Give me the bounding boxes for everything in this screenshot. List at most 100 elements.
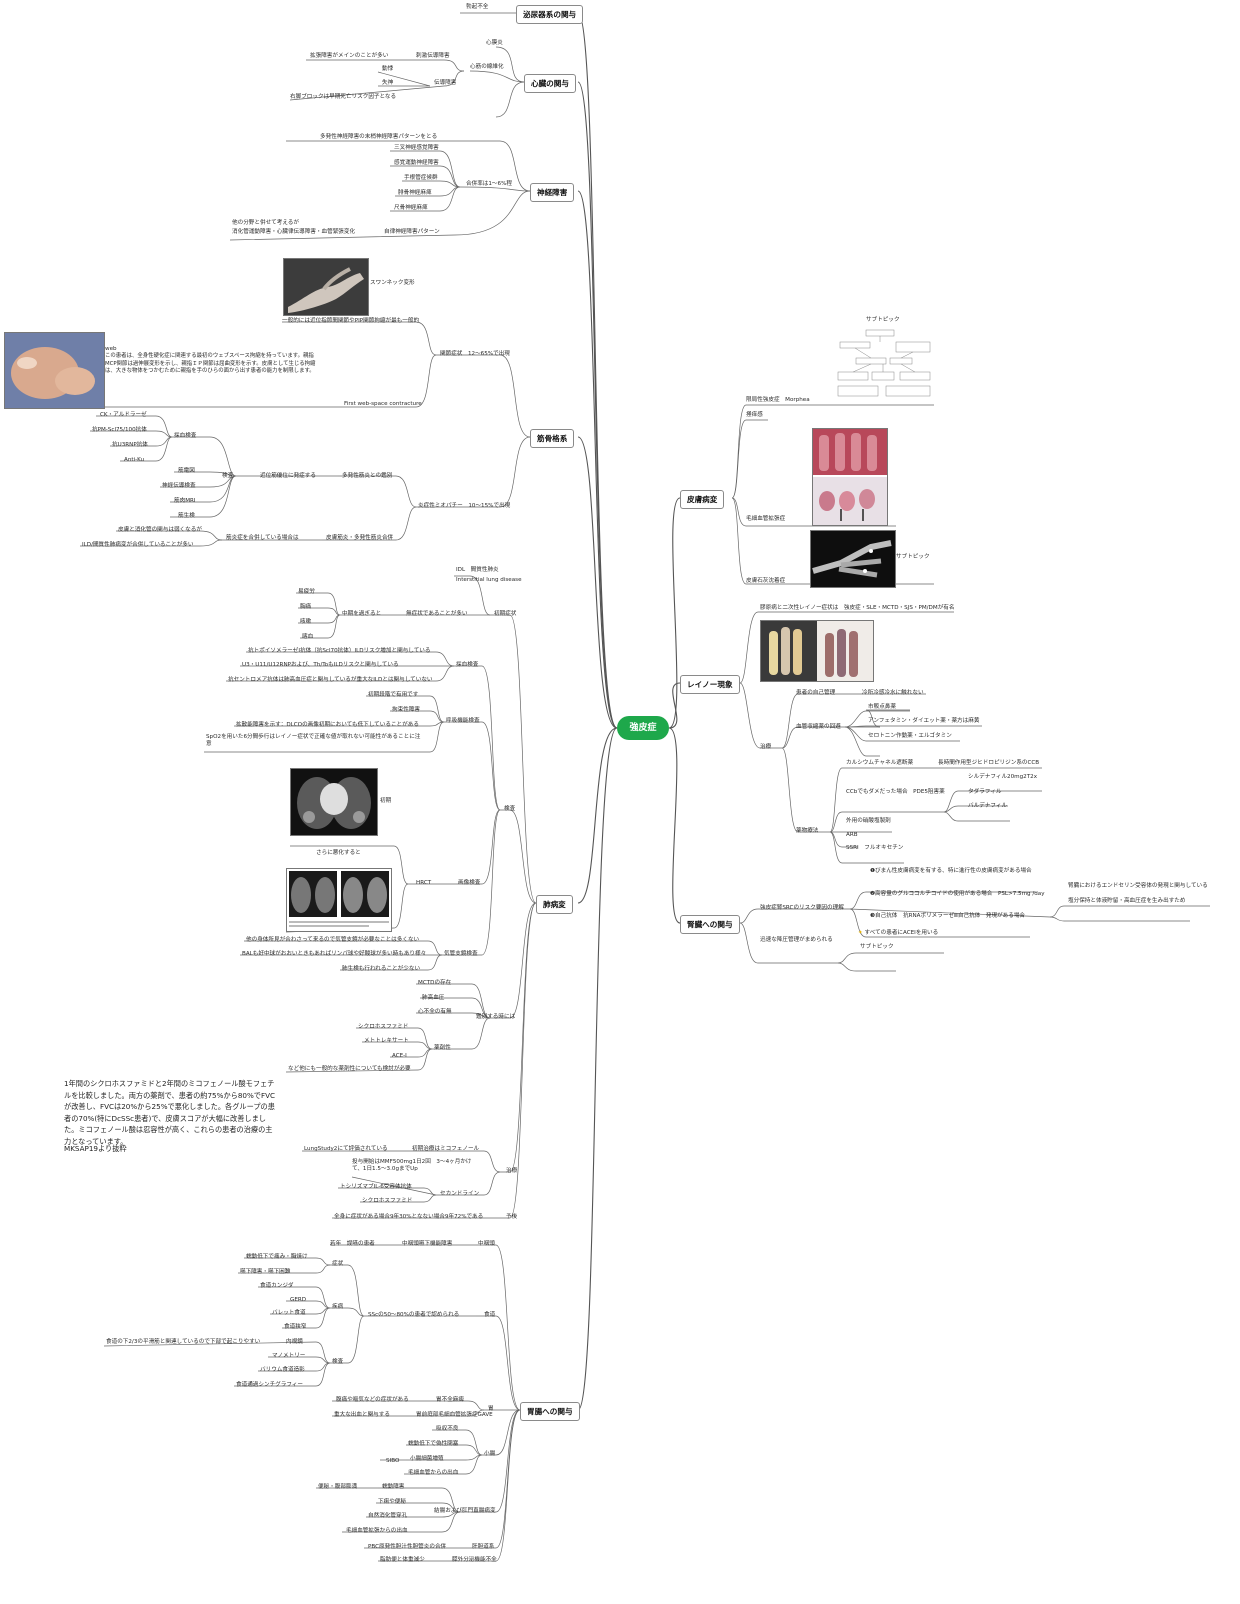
node[interactable]: IDL 間質性肺炎 <box>456 567 499 573</box>
node[interactable]: 全身に症状がある場合9年30%となない場合9年72%である <box>334 1214 484 1220</box>
branch-musculoskeletal[interactable]: 筋骨格系 <box>530 429 575 448</box>
node[interactable]: 下痢や便秘 <box>378 1499 406 1505</box>
node[interactable]: 便秘・腹部膨満 <box>318 1484 358 1490</box>
node[interactable]: 皮膚石灰沈着症 <box>746 578 786 584</box>
node[interactable]: 検査 <box>332 1359 344 1365</box>
node[interactable]: 腎臓におけるエンドセリン受容体の発現と関与している <box>1068 883 1208 889</box>
node[interactable]: 検査 <box>222 473 234 479</box>
node[interactable]: シクロホスファミド <box>358 1024 409 1030</box>
node[interactable]: 筋生検 <box>178 513 195 519</box>
node[interactable]: First web-space contracture <box>344 401 422 407</box>
branch-neuro[interactable]: 神経障害 <box>530 183 575 202</box>
node[interactable]: 尺骨神経麻痺 <box>394 205 428 211</box>
node[interactable]: 自然消化管穿孔 <box>368 1513 408 1519</box>
node[interactable]: 蠕動低下で偽性閉塞 <box>408 1441 459 1447</box>
node[interactable]: 初期 <box>380 798 392 804</box>
node[interactable]: 毛細血管拡張症 <box>746 516 786 522</box>
node[interactable]: 中咽頭 <box>478 1241 495 1247</box>
node[interactable]: 初期症状 <box>494 611 517 617</box>
branch-skin[interactable]: 皮膚病変 <box>680 490 725 509</box>
node[interactable]: 小腸細菌増殖 <box>410 1456 444 1462</box>
node[interactable]: バレット食道 <box>272 1310 306 1316</box>
node[interactable]: 治療 <box>760 744 772 750</box>
node[interactable]: タダラフィル <box>968 789 1002 795</box>
node[interactable]: 血管収縮薬の回避 <box>796 724 841 730</box>
node[interactable]: シルデナフィル20mg2T2x <box>968 774 1038 780</box>
node[interactable]: web <box>105 346 117 352</box>
node[interactable]: など他にも一般的な薬剤性についても検討が必要 <box>288 1066 411 1072</box>
node[interactable]: 採血検査 <box>174 433 197 439</box>
node[interactable]: 失神 <box>382 80 394 86</box>
node[interactable]: 初期段階で有用です <box>368 692 419 698</box>
node[interactable]: スワンネック変形 <box>370 280 415 286</box>
node[interactable]: 薬物療法 <box>796 828 819 834</box>
node[interactable]: 食道 <box>484 1312 496 1318</box>
node[interactable]: シクロホスファミド <box>362 1198 413 1204</box>
node[interactable]: ✦ すべての患者にACEIを用いる <box>858 930 939 936</box>
node[interactable]: ❸自己抗体 抗RNAポリメラーゼⅢ自己抗体 発現がある場合 <box>870 913 1026 919</box>
node[interactable]: U3・U11/U12RNPおよび、Th/ToもILDリスクと関与している <box>242 662 399 668</box>
node[interactable]: Anti-Ku <box>124 457 145 463</box>
branch-lung[interactable]: 肺病変 <box>536 895 573 914</box>
node[interactable]: 筋電図 <box>178 468 195 474</box>
node[interactable]: 腹痛や嘔気などの症状がある <box>336 1397 409 1403</box>
node[interactable]: 蠕動障害 <box>382 1484 405 1490</box>
node[interactable]: 拡散能障害を示す：DLCOの画像初期においても低下していることがある <box>236 722 419 728</box>
node[interactable]: 心不全の有無 <box>418 1009 452 1015</box>
node[interactable]: 薬剤性 <box>434 1045 451 1051</box>
node[interactable]: 合併率は1～6%程 <box>466 181 512 187</box>
node[interactable]: 動悸 <box>382 66 394 72</box>
node[interactable]: カルシウムチャネル遮断薬 <box>846 760 914 766</box>
node[interactable]: 抗トポイソメラーゼⅠ抗体（抗Scl70抗体）ILDリスク増加と関与している <box>248 648 431 654</box>
root-topic[interactable]: 強皮症 <box>617 716 669 740</box>
node[interactable]: 易疲労 <box>298 589 315 595</box>
node[interactable]: 鑑別する時には <box>476 1014 516 1020</box>
node[interactable]: 肝胆道系 <box>472 1544 495 1550</box>
node[interactable]: 小腸 <box>484 1451 496 1457</box>
node[interactable]: バリウム食道造影 <box>260 1367 305 1373</box>
node[interactable]: 心膜炎 <box>486 40 503 46</box>
node[interactable]: 自律神経障害パターン <box>384 229 440 235</box>
node[interactable]: セロトニン作動薬・エルゴタミン <box>868 733 952 739</box>
node[interactable]: ILD/間質性肺病変が合併していることが多い <box>82 542 194 548</box>
node[interactable]: 掻痒感 <box>746 412 763 418</box>
branch-heart[interactable]: 心臓の関与 <box>524 74 576 93</box>
node[interactable]: PBC原発性胆汁性胆管炎の合併 <box>368 1544 447 1550</box>
node[interactable]: 食道カンジダ <box>260 1283 294 1289</box>
node[interactable]: ❶びまん性皮膚病変を有する、特に進行性の皮膚病変がある場合 <box>870 868 1032 874</box>
node[interactable]: BALも好中球がおおいときもあればリンパ球や好酸球が多い時もあり様々 <box>242 951 427 957</box>
node[interactable]: 無症状であることが多い <box>406 611 468 617</box>
node[interactable]: 筋炎症を合併している場合は <box>226 535 299 541</box>
branch-renal[interactable]: 泌尿器系の関与 <box>516 5 584 24</box>
node[interactable]: 右脚ブロックは早期死亡リスク因子となる <box>290 94 397 100</box>
node[interactable]: 三叉神経感覚障害 <box>394 145 439 151</box>
node[interactable]: SpO2を用いた6分間歩行はレイノー症状で正確な値が取れない可能性があることに注… <box>206 734 421 747</box>
node[interactable]: 刺激伝導障害 <box>416 53 450 59</box>
node[interactable]: 迅速な降圧管理がまめられる <box>760 937 833 943</box>
node[interactable]: 治療 <box>506 1168 518 1174</box>
node[interactable]: MCTDの存在 <box>418 980 452 986</box>
node[interactable]: 膵外分泌機能不全 <box>452 1557 497 1563</box>
node[interactable]: 投与開始はMMF500mg1日2回 3～4ヶ月かけて、1日1.5～3.0gまでU… <box>352 1159 472 1172</box>
node[interactable]: 咳嗽 <box>300 619 312 625</box>
node[interactable]: ACE-I <box>392 1053 407 1059</box>
node[interactable]: 毛細血管拡張からの出血 <box>346 1528 408 1534</box>
node[interactable]: 手根管症候群 <box>404 175 438 181</box>
node[interactable]: 神経伝導検査 <box>162 483 196 489</box>
node[interactable]: 関節症状 12～65%で出現 <box>440 351 510 357</box>
node[interactable]: 疾病 <box>332 1304 344 1310</box>
node[interactable]: メトトレキサート <box>364 1038 409 1044</box>
node[interactable]: GERD <box>290 1297 307 1303</box>
node[interactable]: 腓骨神経麻痺 <box>398 190 432 196</box>
node[interactable]: 毛細血管からの出血 <box>408 1470 459 1476</box>
node[interactable]: SSRI フルオキセチン <box>846 845 904 851</box>
node[interactable]: 筋肉MRI <box>174 498 196 504</box>
node[interactable]: サブトピック <box>860 944 894 950</box>
node[interactable]: 皮膚と消化管の関与は弱くなるが <box>118 527 202 533</box>
node[interactable]: 中期を過ぎると <box>342 611 382 617</box>
node[interactable]: 嚥下障害・嚥下困難 <box>240 1269 291 1275</box>
node[interactable]: 胸痛 <box>300 604 312 610</box>
node[interactable]: 脂肪便と体重減少 <box>380 1557 425 1563</box>
node[interactable]: 炎症性ミオパチー 10～15%で出現 <box>418 503 511 509</box>
node[interactable]: 限局性強皮症 Morphea <box>746 397 810 403</box>
